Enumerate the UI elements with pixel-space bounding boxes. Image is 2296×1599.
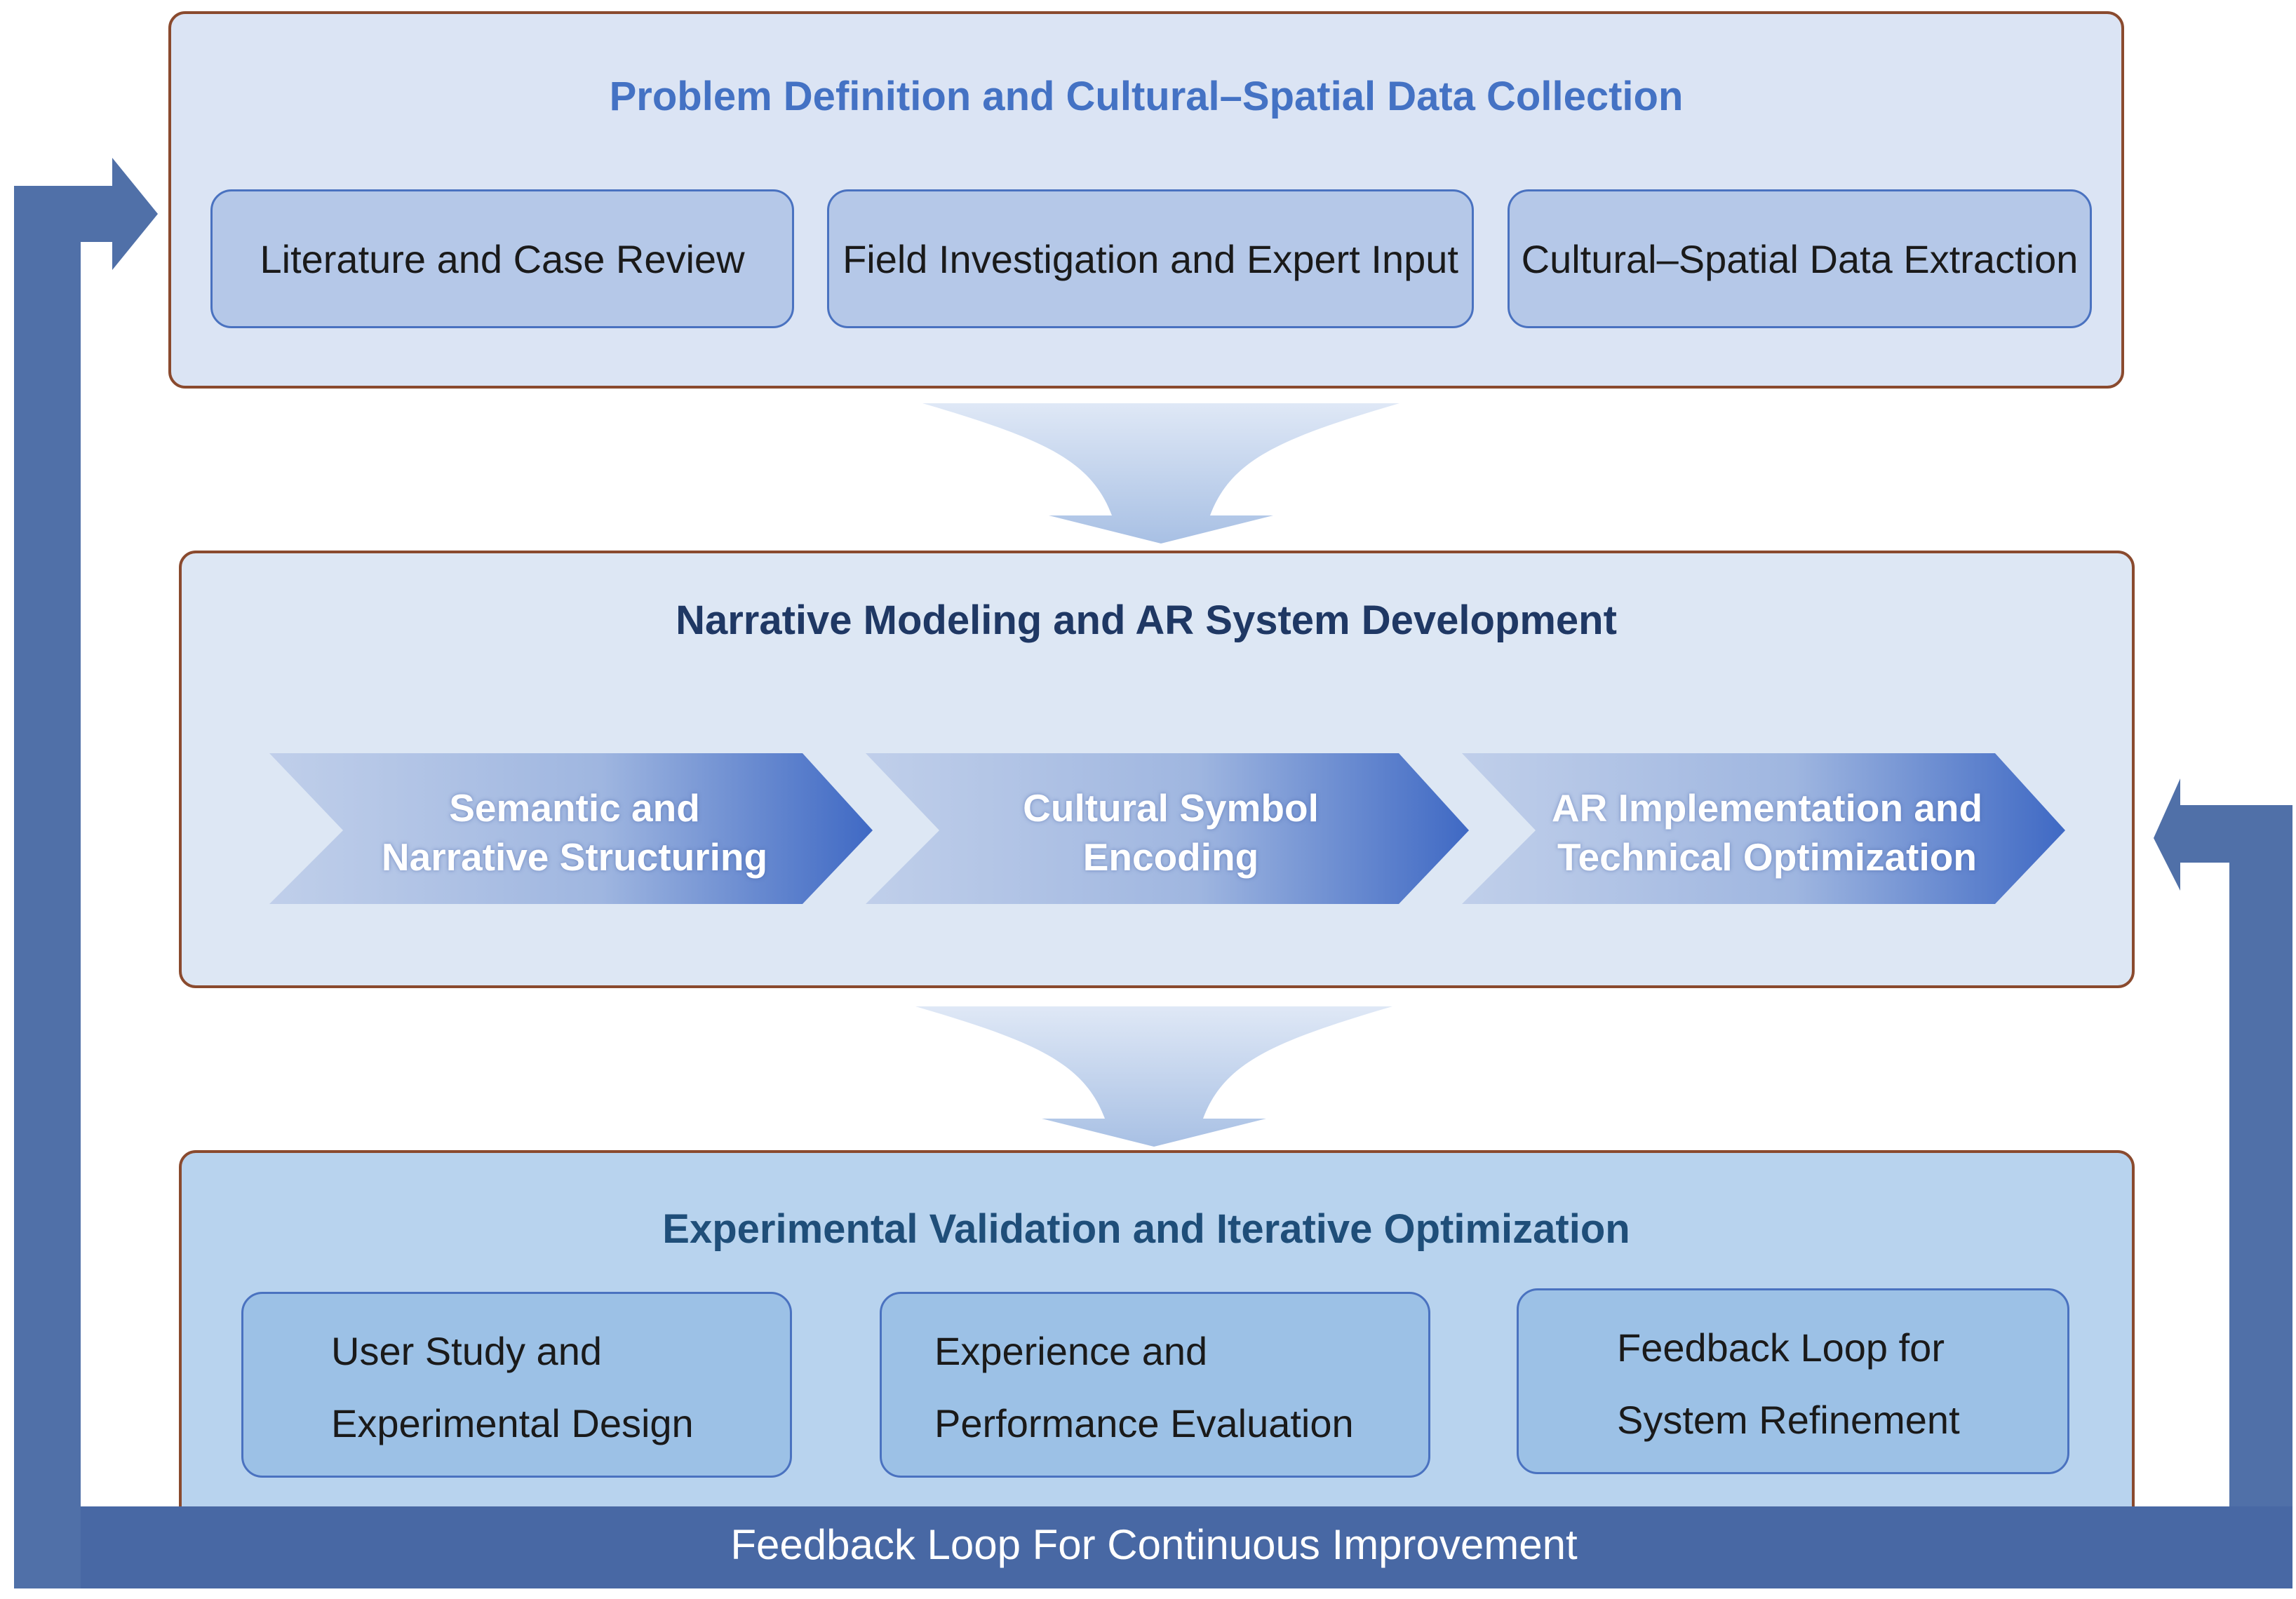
system-refinement-box: Feedback Loop for System Refinement — [1517, 1288, 2069, 1474]
box-label-line1: Feedback Loop for — [1617, 1325, 1945, 1370]
chevron-symbol-encoding: Cultural Symbol Encoding — [866, 753, 1476, 911]
phase-title: Experimental Validation and Iterative Op… — [662, 1206, 1630, 1252]
box-label-line2: System Refinement — [1617, 1398, 1960, 1442]
chevron-label-line1: Semantic and — [449, 785, 700, 830]
chevron-label-line1: AR Implementation and — [1551, 785, 1983, 830]
phase-title: Narrative Modeling and AR System Develop… — [676, 598, 1617, 643]
user-study-box: User Study and Experimental Design — [241, 1292, 792, 1478]
chevron-label-line2: Encoding — [1082, 835, 1259, 879]
box-label-line1: User Study and — [331, 1329, 602, 1373]
chevron-label-line2: Narrative Structuring — [381, 835, 768, 879]
chevron-label-line2: Technical Optimization — [1557, 835, 1977, 879]
chevron-ar-implementation: AR Implementation and Technical Optimiza… — [1462, 753, 2072, 911]
box-label-line1: Experience and — [934, 1329, 1208, 1373]
performance-evaluation-box: Experience and Performance Evaluation — [880, 1292, 1430, 1478]
field-investigation-box: Field Investigation and Expert Input — [827, 189, 1474, 328]
funnel-arrow-down — [922, 403, 1399, 544]
phase-narrative-modeling: Narrative Modeling and AR System Develop… — [179, 551, 2135, 988]
literature-review-box: Literature and Case Review — [210, 189, 794, 328]
chevron-semantic-structuring: Semantic and Narrative Structuring — [269, 753, 880, 911]
box-label-line2: Performance Evaluation — [934, 1401, 1354, 1445]
funnel-arrow-down — [915, 1006, 1392, 1147]
phase-title: Problem Definition and Cultural–Spatial … — [609, 74, 1684, 119]
box-label-line2: Experimental Design — [331, 1401, 694, 1445]
phase-problem-definition: Problem Definition and Cultural–Spatial … — [168, 11, 2124, 389]
chevron-label-line1: Cultural Symbol — [1023, 785, 1319, 830]
data-extraction-box: Cultural–Spatial Data Extraction — [1508, 189, 2092, 328]
feedback-loop-label: Feedback Loop For Continuous Improvement — [730, 1521, 1578, 1568]
